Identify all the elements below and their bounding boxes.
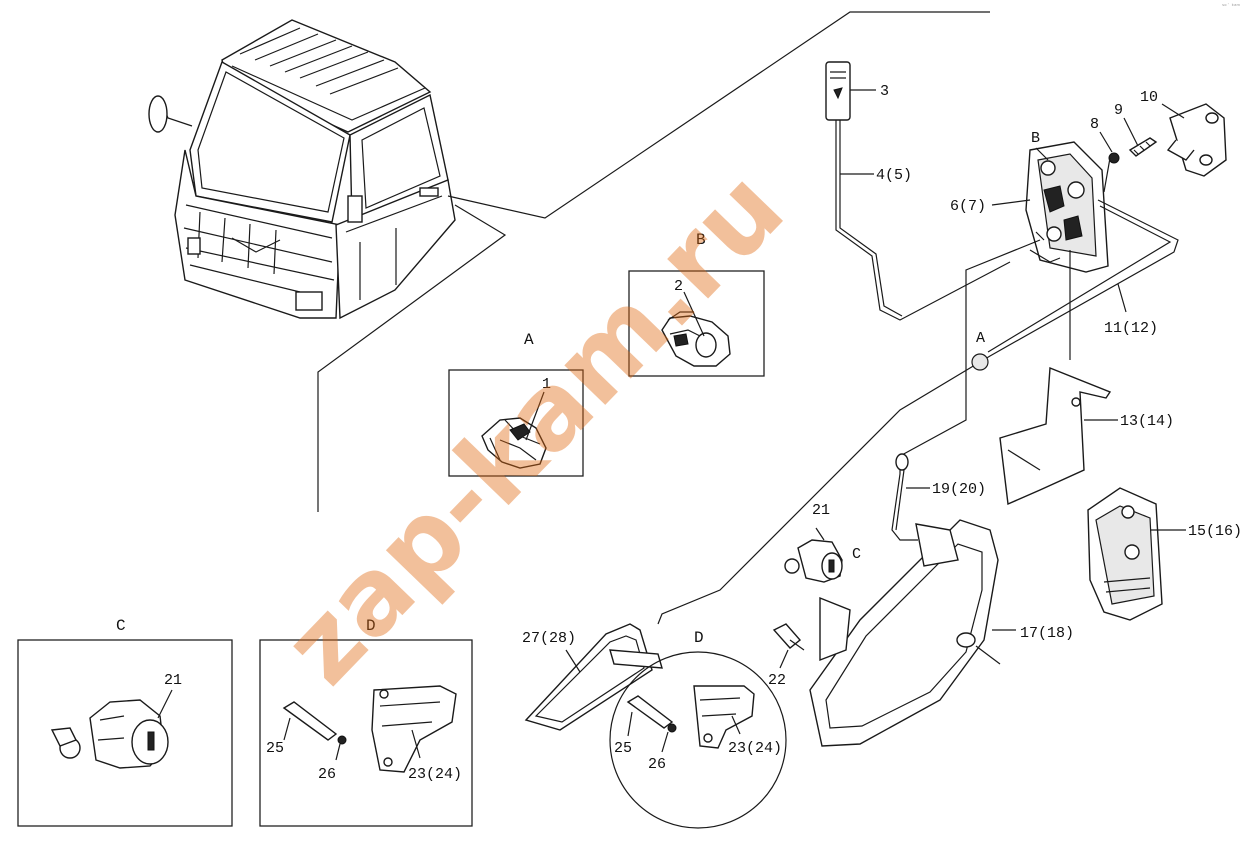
washer-8 (1108, 152, 1120, 164)
section-label-a: A (524, 331, 534, 349)
callout-25-circle: 25 (614, 740, 632, 757)
clip-a-on-rod (971, 353, 989, 371)
seal-27-28: 27(28) (522, 623, 663, 731)
callout-25-box: 25 (266, 740, 284, 757)
callout-21-detail: 21 (164, 672, 182, 689)
detail-d-box-frame (259, 639, 473, 827)
section-label-b: B (696, 231, 706, 249)
callout-9: 9 (1114, 102, 1123, 119)
callout-2: 2 (674, 278, 683, 295)
callout-17-18: 17(18) (1020, 625, 1074, 642)
callout-a-rod: A (976, 330, 985, 347)
callout-23-24-box: 23(24) (408, 766, 462, 783)
callout-c-main: C (852, 546, 861, 563)
callout-4-5: 4(5) (876, 167, 912, 184)
callout-6-7: 6(7) (950, 198, 986, 215)
striker-hardware: 8 9 10 (1090, 89, 1227, 193)
callout-27-28: 27(28) (522, 630, 576, 647)
corner-mark: ˢᵒ˙ ᵏᵃᵐ (1222, 3, 1241, 10)
striker-10 (1166, 103, 1227, 177)
screw-25-box (282, 701, 338, 741)
callout-11-12: 11(12) (1104, 320, 1158, 337)
bracket-23-24-circle (693, 685, 755, 749)
truck-cab-illustration (148, 11, 990, 512)
washer-26-box (337, 735, 347, 745)
callout-10: 10 (1140, 89, 1158, 106)
screw-25-circle (626, 695, 674, 729)
callout-21-main: 21 (812, 502, 830, 519)
callout-1: 1 (542, 376, 551, 393)
detail-d-frame (609, 651, 787, 829)
callout-b-latch: B (1031, 130, 1040, 147)
detail-a: A 1 (448, 331, 584, 477)
actuator-15-16: 15(16) (1087, 487, 1242, 621)
rods-and-cables: A 11(12) (657, 199, 1179, 625)
detail-d-box: D 25 26 23(24) (259, 617, 473, 827)
callout-22: 22 (768, 672, 786, 689)
section-label-d-circle: D (694, 629, 704, 647)
clip-part-2 (661, 311, 731, 367)
bolt-22: 22 (768, 623, 805, 689)
callout-26-box: 26 (318, 766, 336, 783)
section-label-d: D (366, 617, 376, 635)
detail-b-frame (628, 270, 765, 377)
callout-19-20: 19(20) (932, 481, 986, 498)
bolt-9 (1128, 137, 1158, 157)
rod-19-20: 19(20) (891, 453, 986, 541)
inner-handle-and-rod: 3 4(5) (825, 61, 1011, 321)
washer-26-circle (667, 723, 677, 733)
callout-15-16: 15(16) (1188, 523, 1242, 540)
key-cylinder-21-detail (50, 699, 169, 769)
callout-23-24-circle: 23(24) (728, 740, 782, 757)
callout-8: 8 (1090, 116, 1099, 133)
detail-c: C 21 (17, 617, 233, 827)
detail-c-frame (17, 639, 233, 827)
section-label-c: C (116, 617, 126, 635)
callout-26-circle: 26 (648, 756, 666, 773)
detail-b: B 2 (628, 231, 765, 377)
bracket-23-24-box (371, 685, 457, 773)
outer-handle-17-18: 17(18) (809, 519, 1074, 747)
detail-a-frame (448, 369, 584, 477)
key-cylinder-21-main: 21 C (784, 502, 861, 583)
callout-13-14: 13(14) (1120, 413, 1174, 430)
callout-3: 3 (880, 83, 889, 100)
detail-d-circle: D 25 26 23(24) (609, 629, 787, 829)
door-latch-assembly: B 6(7) (950, 130, 1109, 273)
bracket-13-14: 13(14) (999, 366, 1174, 506)
